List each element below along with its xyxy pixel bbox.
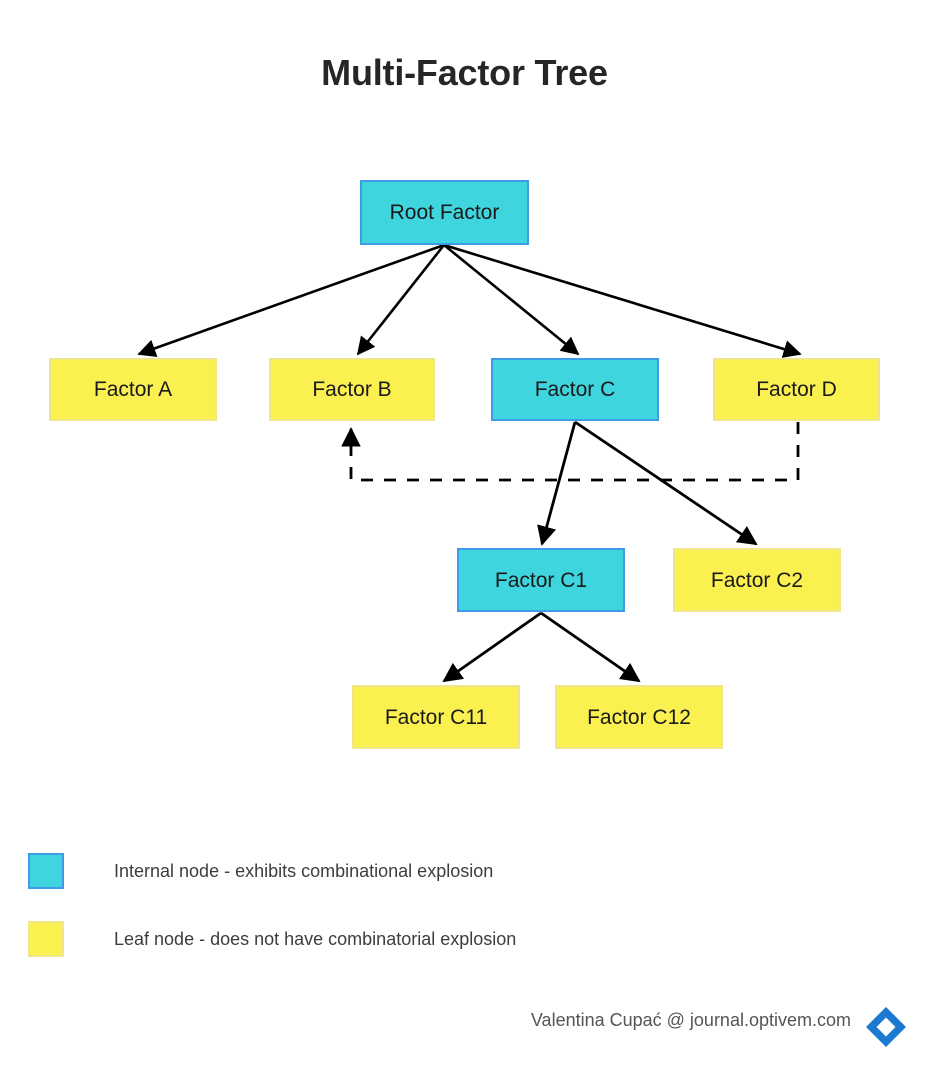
edge-root-to-factor-a xyxy=(137,243,445,358)
node-label: Factor D xyxy=(756,378,837,401)
edge-factor-c-to-factor-c1 xyxy=(537,421,577,546)
node-factor-a[interactable]: Factor A xyxy=(49,358,217,421)
node-label: Factor B xyxy=(312,378,392,401)
edge-root-to-factor-b xyxy=(356,244,446,356)
node-factor-b[interactable]: Factor B xyxy=(269,358,435,421)
legend-item-leaf: Leaf node - does not have combinatorial … xyxy=(28,921,516,957)
node-factor-c2[interactable]: Factor C2 xyxy=(673,548,841,612)
node-factor-c[interactable]: Factor C xyxy=(491,358,659,421)
node-label: Factor C xyxy=(534,378,616,401)
page-title: Multi-Factor Tree xyxy=(321,52,608,93)
node-factor-c1[interactable]: Factor C1 xyxy=(457,548,625,612)
node-label: Factor C12 xyxy=(587,705,691,729)
edge-factor-c1-to-factor-c12 xyxy=(540,611,641,683)
node-label: Factor C11 xyxy=(384,705,488,729)
legend-label-leaf: Leaf node - does not have combinatorial … xyxy=(114,928,517,949)
optivem-diamond-logo xyxy=(866,1007,906,1047)
node-factor-d[interactable]: Factor D xyxy=(713,358,880,421)
node-root-factor[interactable]: Root Factor xyxy=(360,180,529,245)
edge-factor-c-to-factor-c2 xyxy=(574,420,758,546)
node-label: Factor C2 xyxy=(710,568,804,592)
node-label: Root Factor xyxy=(389,201,500,224)
legend-label-internal: Internal node - exhibits combinational e… xyxy=(114,860,494,881)
node-factor-c12[interactable]: Factor C12 xyxy=(555,685,723,749)
node-factor-c11[interactable]: Factor C11 xyxy=(352,685,520,749)
legend-swatch-leaf xyxy=(28,921,64,957)
edge-factor-c1-to-factor-c11 xyxy=(442,611,542,683)
legend-item-internal: Internal node - exhibits combinational e… xyxy=(28,853,493,889)
edge-root-to-factor-d xyxy=(443,243,802,358)
edge-factor-d-to-factor-b-dashed xyxy=(341,422,800,482)
edge-root-to-factor-c xyxy=(443,243,580,356)
footer-credit: Valentina Cupać @ journal.optivem.com xyxy=(530,1010,851,1030)
legend-swatch-internal xyxy=(28,853,64,889)
node-label: Factor A xyxy=(93,378,173,401)
node-label: Factor C1 xyxy=(494,568,588,592)
